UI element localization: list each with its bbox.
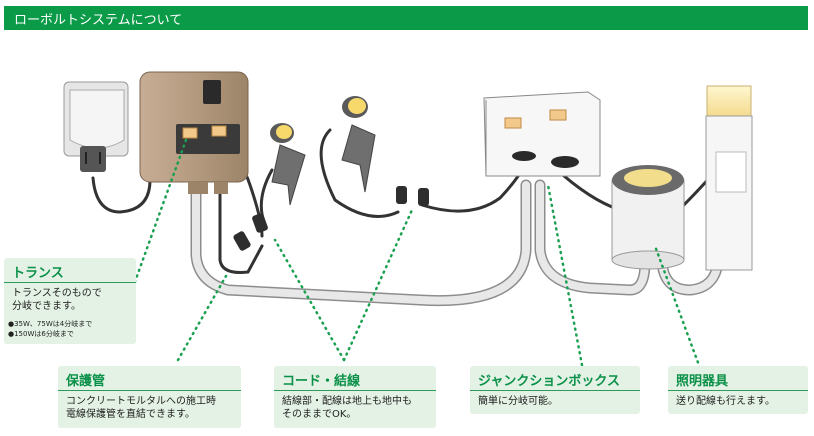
callout-transformer-text: トランスそのもので 分岐できます。 [12,287,102,313]
callout-conduit-text: コンクリートモルタルへの施工時 電線保護管を直結できます。 [66,395,216,421]
callout-text-line: 簡単に分岐可能。 [478,396,558,407]
callout-lighting-text: 送り配線も行えます。 [676,395,775,408]
callout-text-line: コンクリートモルタルへの施工時 [66,396,216,407]
callout-text-line: トランスそのもので [12,288,102,299]
spotlight-icon [270,96,376,206]
inground-light-icon [611,165,685,270]
callout-text-line: 電線保護管を直結できます。 [66,409,195,420]
callout-transformer-title: トランス [12,266,64,281]
callout-lighting-title: 照明器具 [676,374,729,389]
callout-text-line: 分岐できます。 [12,301,81,312]
junction-box-icon [483,91,601,177]
callout-transformer-note: ●35W、75Wは4分岐まで [8,320,93,328]
callout-conduit: 保護管 コンクリートモルタルへの施工時 電線保護管を直結できます。 [58,366,241,428]
callout-text-line: 送り配線も行えます。 [676,396,775,407]
wall-outlet-icon [63,81,129,172]
callout-junction-text: 簡単に分岐可能。 [478,395,558,408]
callout-text-line: そのままでOK。 [282,409,357,420]
callout-divider [470,390,640,391]
callout-lighting: 照明器具 送り配線も行えます。 [668,366,808,414]
callout-divider [274,390,436,391]
callout-divider [58,390,241,391]
callout-divider [4,282,136,283]
callout-cord-text: 結線部・配線は地上も地中も そのままでOK。 [282,395,412,421]
callout-junction-title: ジャンクションボックス [478,374,620,389]
title-bar: ローボルトシステムについて [4,6,808,30]
callout-transformer: トランス トランスそのもので 分岐できます。 ●35W、75Wは4分岐まで ●1… [4,258,136,344]
bollard-light-icon [705,85,753,271]
callout-text-line: 結線部・配線は地上も地中も [282,396,412,407]
callout-transformer-note: ●150Wは6分岐まで [8,330,74,338]
leader-lines [130,138,702,370]
callout-cord: コード・結線 結線部・配線は地上も地中も そのままでOK。 [274,366,436,428]
callout-cord-title: コード・結線 [282,374,361,389]
page-title: ローボルトシステムについて [14,13,183,28]
callout-divider [668,390,808,391]
transformer-icon [139,71,249,194]
callout-conduit-title: 保護管 [66,374,106,389]
callout-junction: ジャンクションボックス 簡単に分岐可能。 [470,366,640,414]
